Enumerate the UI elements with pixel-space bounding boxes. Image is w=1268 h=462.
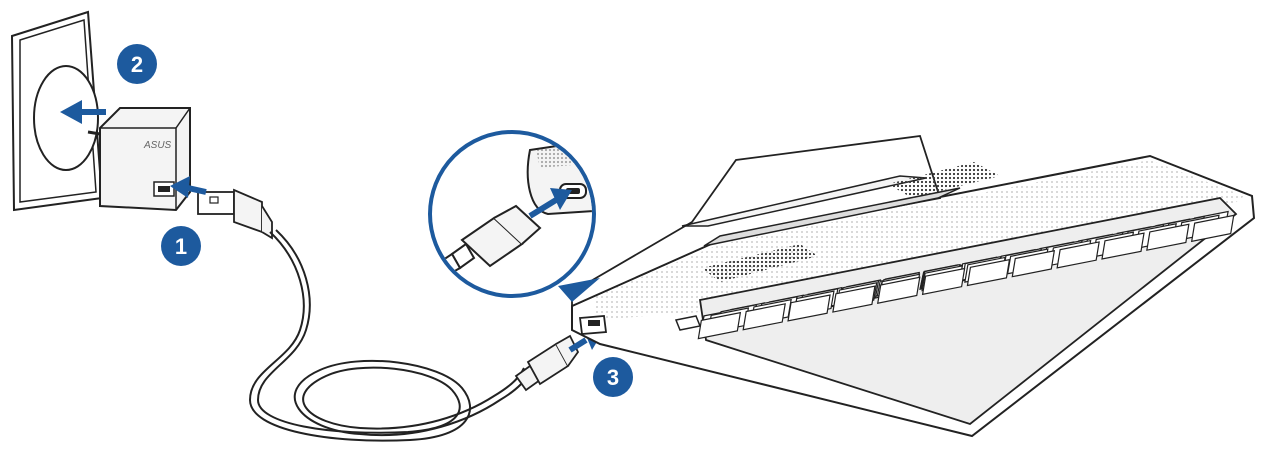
- usb-a-plug: [197, 188, 273, 240]
- keyboard-keys: [697, 210, 1235, 340]
- micro-usb-plug: [514, 334, 580, 392]
- arrow-plug-adapter: [60, 100, 106, 124]
- step-number-1: 1: [175, 234, 187, 259]
- step-badge-2: 2: [117, 44, 157, 84]
- keyboard-key: [832, 285, 876, 313]
- keyboard-key: [1056, 241, 1100, 269]
- step-number-3: 3: [607, 365, 619, 390]
- keyboard-key: [787, 294, 831, 322]
- adapter-brand-logo: ASUS: [143, 140, 172, 151]
- step-badge-3: 3: [593, 357, 633, 397]
- keyboard-key: [1146, 223, 1190, 251]
- arrow-callout: [528, 188, 572, 219]
- keyboard-key: [697, 311, 742, 340]
- step-number-2: 2: [131, 52, 143, 77]
- keyboard-key: [1190, 214, 1235, 243]
- zoom-callout: [428, 130, 600, 302]
- keyboard-key: [921, 267, 966, 296]
- keyboard-key: [966, 258, 1011, 287]
- keyboard-key: [1011, 250, 1056, 278]
- keyboard-dock: [571, 135, 1256, 438]
- step-badge-1: 1: [161, 226, 201, 266]
- keyboard-key: [877, 276, 921, 304]
- keyboard-key: [1101, 232, 1145, 260]
- arrow-plug-usb: [170, 176, 207, 198]
- power-adapter: ASUS: [87, 107, 191, 212]
- wall-outlet: [10, 10, 104, 212]
- keyboard-key: [742, 303, 786, 331]
